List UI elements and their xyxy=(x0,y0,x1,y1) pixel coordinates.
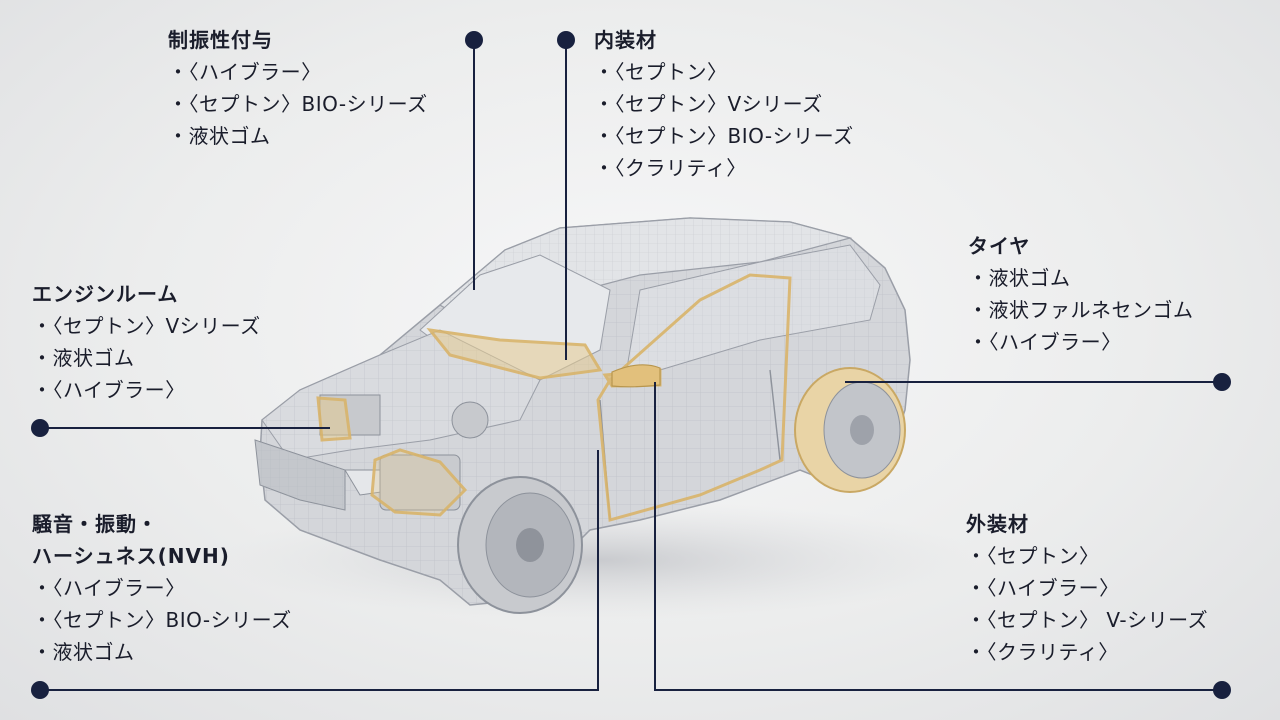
list-item: ・〈セプトン〉BIO-シリーズ xyxy=(168,92,428,116)
callout-list: ・〈セプトン〉 ・〈セプトン〉Vシリーズ ・〈セプトン〉BIO-シリーズ ・〈ク… xyxy=(594,56,854,184)
dot-interior xyxy=(557,31,575,49)
callout-list: ・〈ハイブラー〉 ・〈セプトン〉BIO-シリーズ ・液状ゴム xyxy=(168,56,428,152)
callout-title: 内装材 xyxy=(594,28,657,52)
callout-list: ・〈セプトン〉 ・〈ハイブラー〉 ・〈セプトン〉 V-シリーズ ・〈クラリティ〉 xyxy=(966,540,1208,668)
leader-dots xyxy=(31,31,1231,699)
callout-list: ・〈セプトン〉Vシリーズ ・液状ゴム ・〈ハイブラー〉 xyxy=(32,310,261,406)
list-item: ・〈ハイブラー〉 xyxy=(966,576,1120,600)
rear-wheel xyxy=(794,367,906,493)
callout-engine-room: エンジンルーム ・〈セプトン〉Vシリーズ ・液状ゴム ・〈ハイブラー〉 xyxy=(32,278,261,406)
callout-title: 外装材 xyxy=(966,512,1029,536)
list-item: ・〈セプトン〉Vシリーズ xyxy=(32,314,261,338)
list-item: ・液状ゴム xyxy=(968,266,1071,290)
callout-exterior: 外装材 ・〈セプトン〉 ・〈ハイブラー〉 ・〈セプトン〉 V-シリーズ ・〈クラ… xyxy=(966,508,1208,668)
front-wheel xyxy=(457,476,583,614)
side-mirror xyxy=(611,364,661,388)
callout-nvh: 騒音・振動・ ハーシュネス(NVH) ・〈ハイブラー〉 ・〈セプトン〉BIO-シ… xyxy=(32,508,292,668)
callout-title: 制振性付与 xyxy=(168,28,273,52)
list-item: ・〈セプトン〉BIO-シリーズ xyxy=(594,124,854,148)
callout-title: タイヤ xyxy=(968,234,1031,258)
list-item: ・液状ゴム xyxy=(32,640,135,664)
list-item: ・〈クラリティ〉 xyxy=(594,156,747,180)
dot-nvh xyxy=(31,681,49,699)
callout-title: エンジンルーム xyxy=(32,282,179,306)
list-item: ・〈ハイブラー〉 xyxy=(168,60,322,84)
list-item: ・液状ゴム xyxy=(168,124,271,148)
callout-list: ・〈ハイブラー〉 ・〈セプトン〉BIO-シリーズ ・液状ゴム xyxy=(32,572,292,668)
list-item: ・〈セプトン〉Vシリーズ xyxy=(594,92,823,116)
dot-tire xyxy=(1213,373,1231,391)
list-item: ・液状ゴム xyxy=(32,346,135,370)
dot-engine xyxy=(31,419,49,437)
list-item: ・〈ハイブラー〉 xyxy=(32,378,186,402)
list-item: ・〈セプトン〉 xyxy=(966,544,1100,568)
list-item: ・〈セプトン〉 V-シリーズ xyxy=(966,608,1209,632)
leader-exterior xyxy=(654,382,1222,691)
callout-title-line-1: 騒音・振動・ xyxy=(32,512,158,536)
car-body xyxy=(254,217,911,606)
callout-title-line-2: ハーシュネス(NVH) xyxy=(32,544,230,568)
list-item: ・〈クラリティ〉 xyxy=(966,640,1119,664)
dot-exterior xyxy=(1213,681,1231,699)
callout-damping: 制振性付与 ・〈ハイブラー〉 ・〈セプトン〉BIO-シリーズ ・液状ゴム xyxy=(168,24,428,152)
list-item: ・〈ハイブラー〉 xyxy=(32,576,186,600)
leader-nvh xyxy=(40,450,599,691)
list-item: ・〈セプトン〉 xyxy=(594,60,728,84)
dot-damping xyxy=(465,31,483,49)
list-item: ・〈セプトン〉BIO-シリーズ xyxy=(32,608,292,632)
callout-interior: 内装材 ・〈セプトン〉 ・〈セプトン〉Vシリーズ ・〈セプトン〉BIO-シリーズ… xyxy=(594,24,854,184)
list-item: ・液状ファルネセンゴム xyxy=(968,298,1194,322)
callout-list: ・液状ゴム ・液状ファルネセンゴム ・〈ハイブラー〉 xyxy=(968,262,1194,358)
callout-tire: タイヤ ・液状ゴム ・液状ファルネセンゴム ・〈ハイブラー〉 xyxy=(968,230,1194,358)
leader-lines xyxy=(40,40,1222,691)
list-item: ・〈ハイブラー〉 xyxy=(968,330,1122,354)
